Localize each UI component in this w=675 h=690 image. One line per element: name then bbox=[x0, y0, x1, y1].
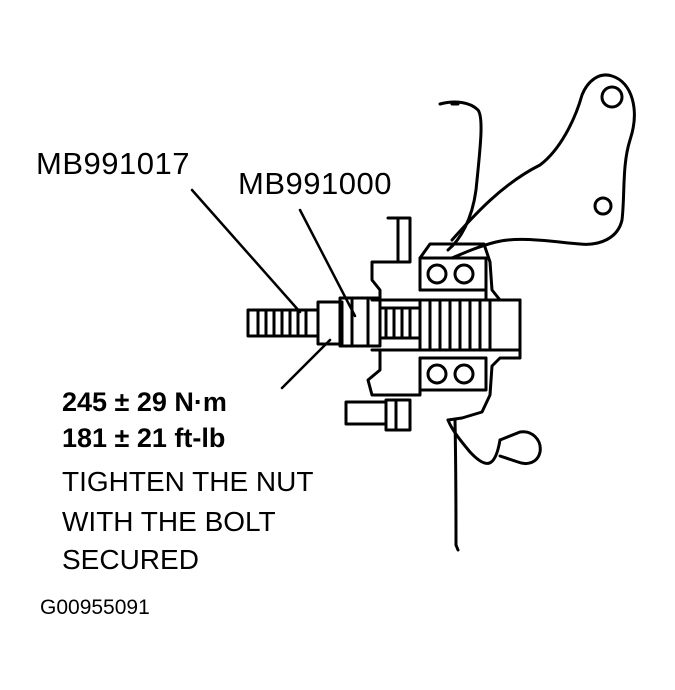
leader-lines bbox=[190, 188, 357, 390]
leader-mb991000 bbox=[298, 208, 357, 318]
knuckle-arm bbox=[438, 73, 636, 260]
tool-mb991017 bbox=[246, 300, 422, 346]
tool-label-mb991017: MB991017 bbox=[36, 146, 190, 181]
leader-torque bbox=[280, 338, 332, 390]
knuckle-housing bbox=[418, 242, 542, 552]
note-line-3: SECURED bbox=[62, 544, 199, 575]
tool-mb991000 bbox=[338, 296, 382, 348]
note-line-1: TIGHTEN THE NUT bbox=[62, 466, 314, 497]
torque-metric: 245 ± 29 N·m bbox=[62, 387, 227, 417]
upper-bearing bbox=[418, 256, 488, 302]
lower-bracket bbox=[344, 398, 412, 432]
tool-label-mb991000: MB991000 bbox=[238, 166, 392, 201]
upper-bolt-hole bbox=[600, 85, 624, 109]
torque-imperial: 181 ± 21 ft-lb bbox=[62, 423, 226, 453]
note-line-2: WITH THE BOLT bbox=[62, 506, 276, 537]
leader-mb991017 bbox=[190, 188, 302, 314]
hub-bolt bbox=[418, 298, 522, 352]
figure-id: G00955091 bbox=[40, 596, 150, 619]
lower-bearing bbox=[418, 356, 488, 392]
lower-bolt-hole bbox=[593, 196, 613, 216]
